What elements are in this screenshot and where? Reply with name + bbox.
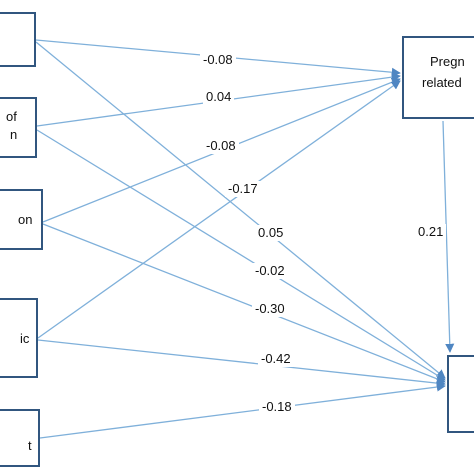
right-top-box-line-1: Pregn [430,54,465,69]
coef-left4-to-bottom: -0.42 [258,351,294,367]
right-bottom-box [447,355,474,433]
coef-left1-to-top: -0.08 [200,52,236,68]
left-box-2-line-2: n [10,127,18,142]
left-box-5-line-1: t [28,438,32,453]
arrow-left4-to-top [37,80,401,339]
arrow-left4-to-bottom [37,339,446,388]
left-box-4-line-1: ic [20,331,30,346]
left-box-2: of n [0,97,37,158]
left-box-3-line-1: on [18,212,33,227]
coef-top-to-bottom: 0.21 [415,224,447,240]
right-top-box: Pregn related [402,36,474,119]
left-box-4: ic [0,298,38,378]
left-box-3: on [0,189,43,250]
left-box-5: t [0,409,40,467]
left-box-2-line-1: of [6,109,17,124]
arrow-left1-to-bottom [35,41,446,379]
coef-left3-to-top: -0.08 [203,138,239,154]
coef-left2-to-bottom: -0.02 [252,263,288,279]
right-top-box-line-2: related [422,75,462,90]
coef-left3-to-bottom: -0.30 [252,301,288,317]
arrow-left2-to-bottom [36,129,446,381]
arrow-left3-to-bottom [42,223,446,384]
arrow-left5-to-bottom [39,382,446,439]
coef-left1-to-bottom: 0.05 [255,225,287,241]
coef-left2-to-top: 0.04 [203,89,235,105]
coef-left4-to-top: -0.17 [225,181,261,197]
coef-left5-to-bottom: -0.18 [259,399,295,415]
left-box-1 [0,12,36,67]
arrow-top-to-bottom [442,120,455,353]
